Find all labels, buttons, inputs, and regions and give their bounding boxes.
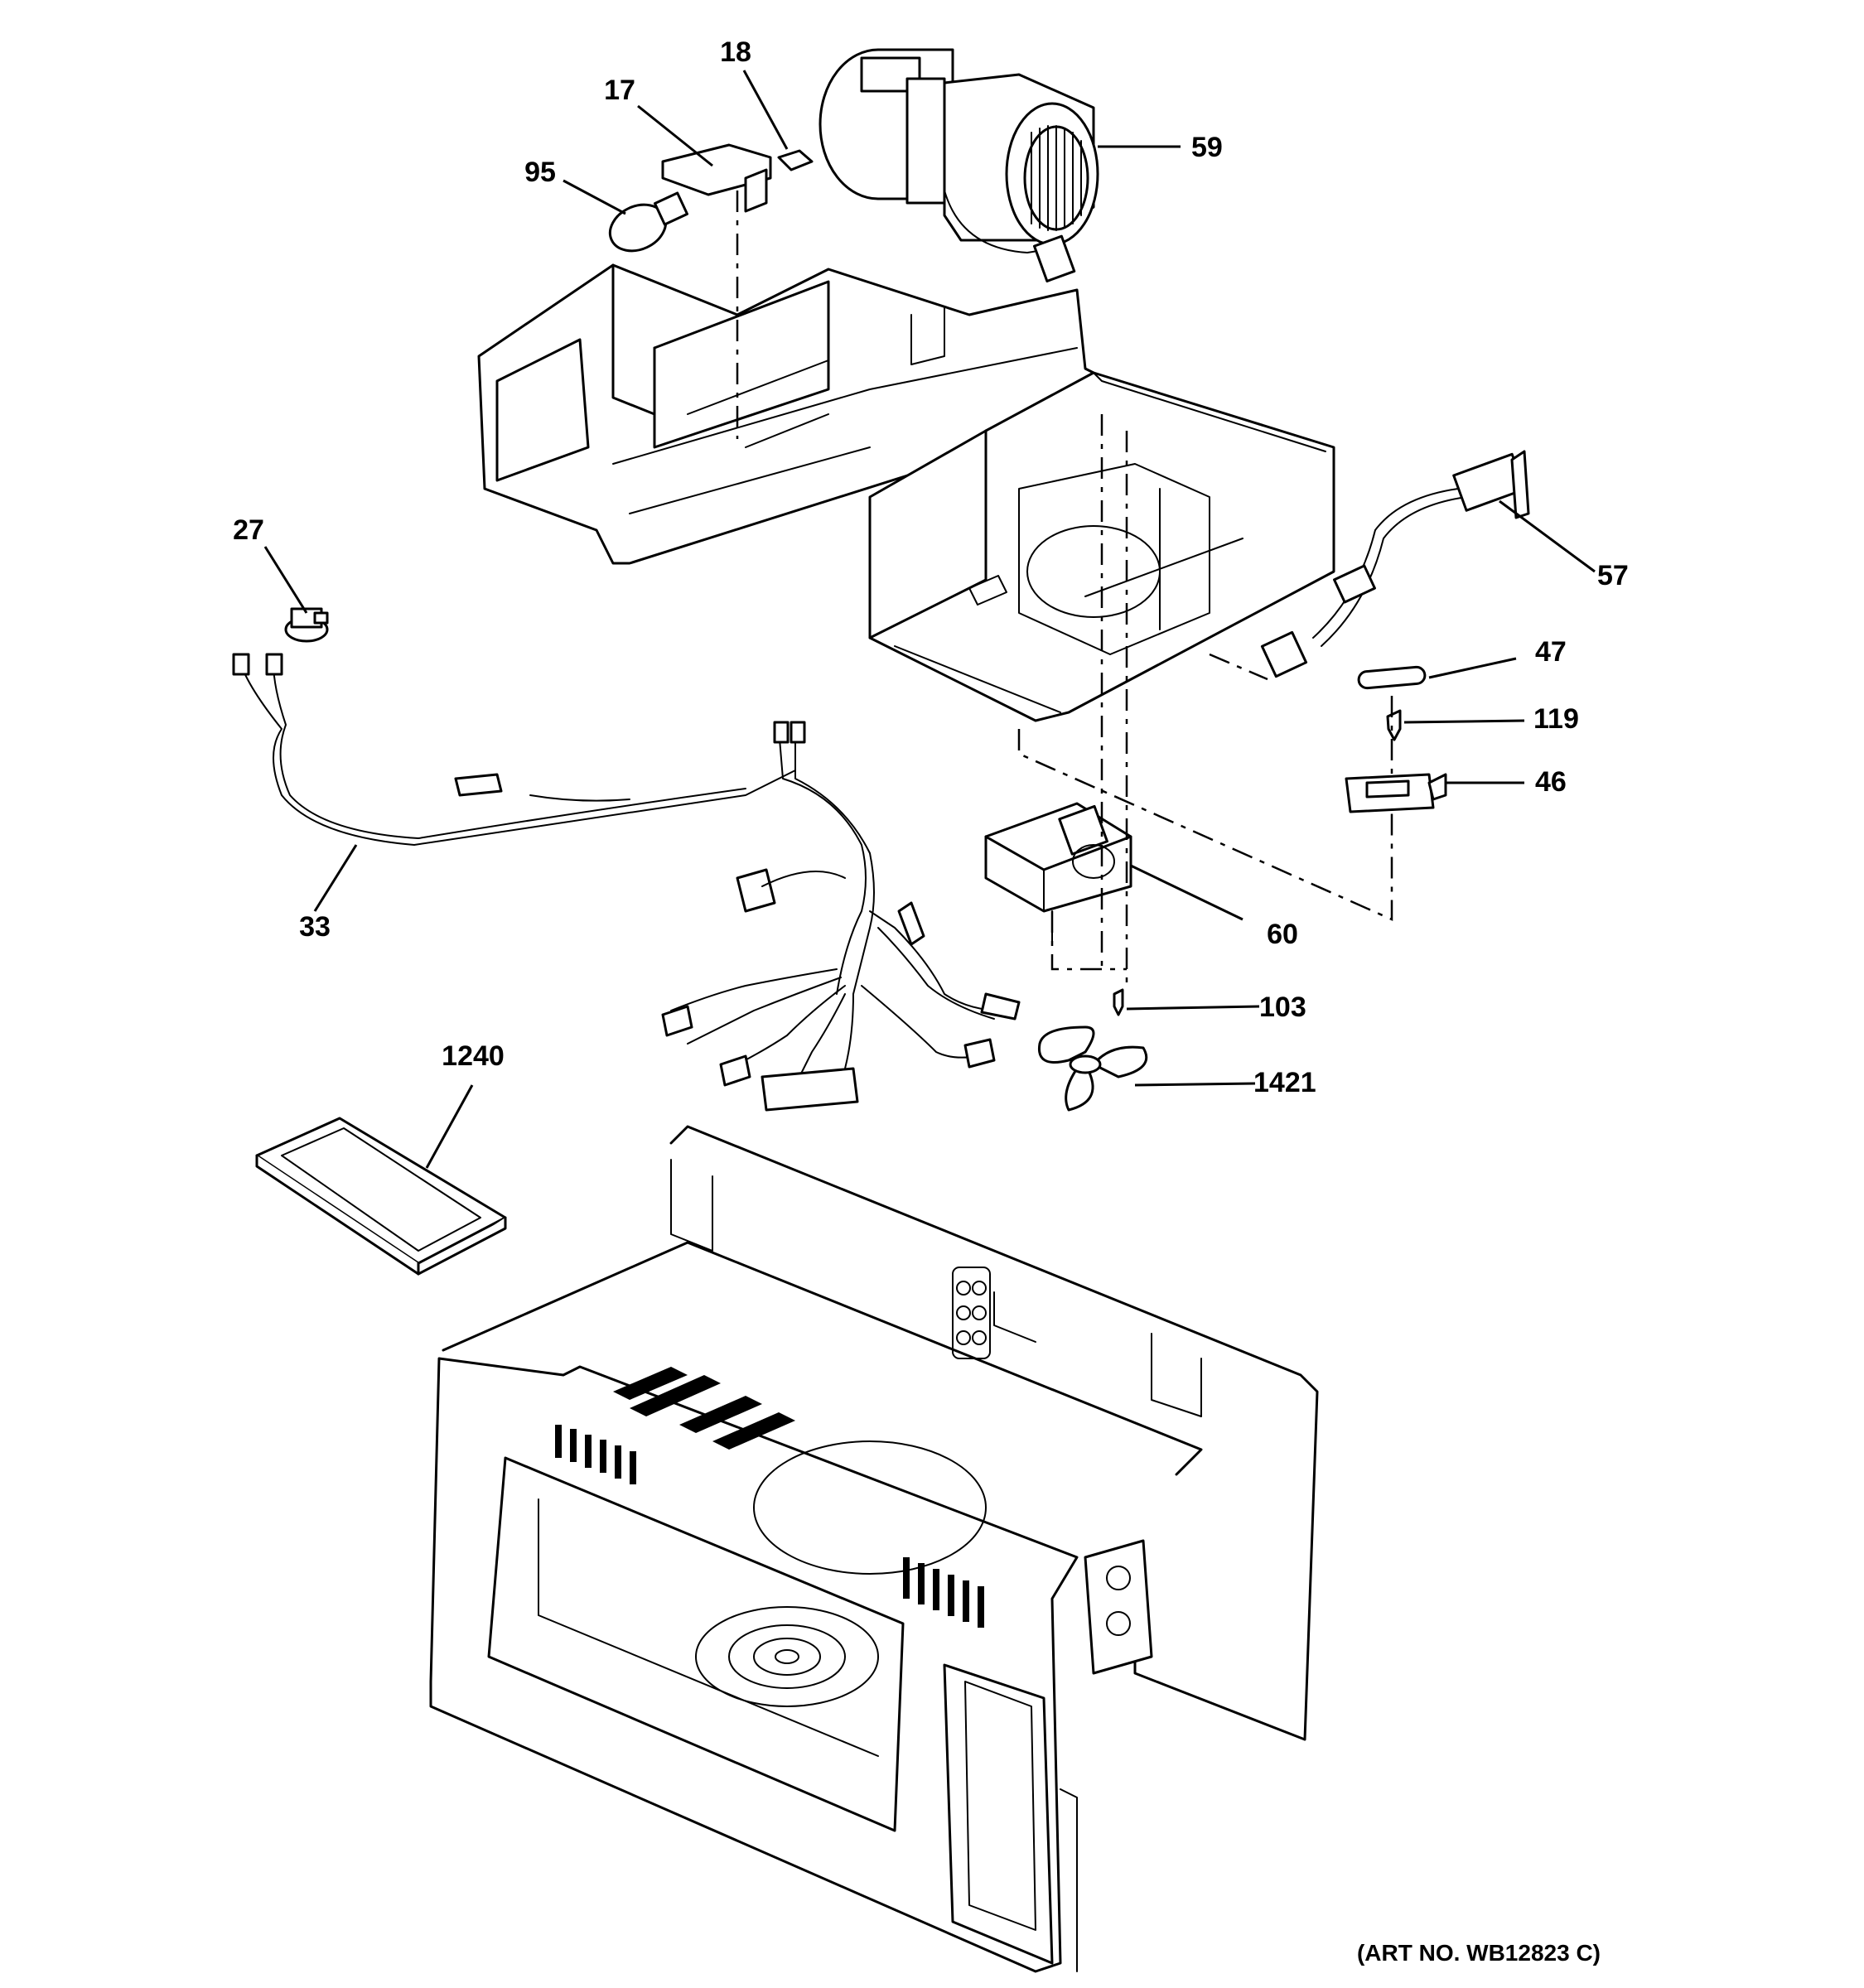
- callout-18: 18: [720, 36, 751, 68]
- callout-47: 47: [1535, 636, 1567, 668]
- leader-lines: [263, 70, 1596, 1169]
- art-number: (ART NO. WB12823 C): [1357, 1940, 1601, 1966]
- blower-assembly: [819, 48, 1099, 282]
- wire-harness: [232, 653, 1021, 1112]
- thermal-cutout: [284, 607, 329, 643]
- callout-17: 17: [604, 75, 635, 106]
- callout-1421: 1421: [1253, 1067, 1316, 1098]
- power-cord: [1260, 450, 1530, 678]
- callout-labels: 17 18 95 59 27 57 47 119 46 33 60 103 14…: [233, 36, 1629, 1098]
- callout-95: 95: [524, 157, 556, 188]
- fan-motor-parts: [984, 802, 1148, 1112]
- assembly-guide-lines: [736, 191, 1393, 986]
- callout-57: 57: [1597, 560, 1629, 591]
- callout-103: 103: [1259, 992, 1306, 1023]
- callout-46: 46: [1535, 766, 1567, 798]
- oven-chassis: [429, 1125, 1319, 1973]
- small-parts: [1345, 665, 1447, 813]
- callout-59: 59: [1191, 132, 1223, 163]
- callout-27: 27: [233, 514, 264, 546]
- upper-housing: [477, 263, 1335, 722]
- callout-119: 119: [1533, 703, 1579, 735]
- lamp-socket-parts: [608, 143, 814, 253]
- charcoal-filter: [255, 1117, 507, 1276]
- callout-60: 60: [1267, 919, 1298, 950]
- callout-1240: 1240: [442, 1040, 505, 1072]
- callout-33: 33: [299, 911, 331, 943]
